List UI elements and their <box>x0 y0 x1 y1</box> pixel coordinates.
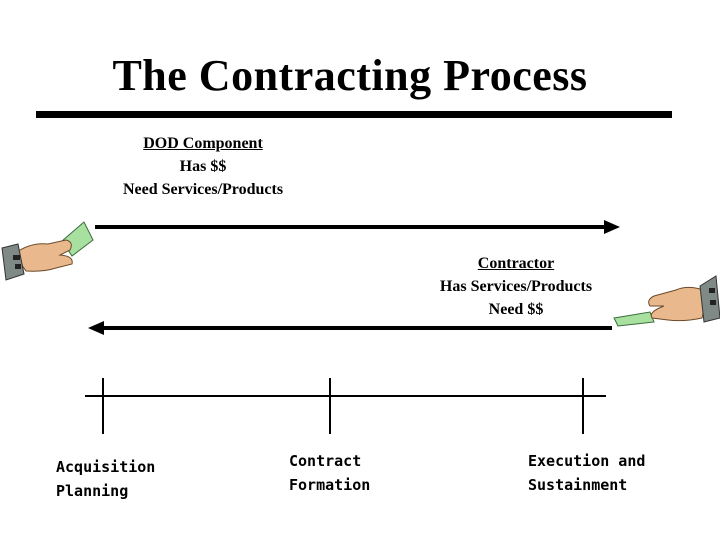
arrow-right <box>95 220 620 234</box>
phase-label-execution-and-sustainment: Execution and Sustainment <box>528 449 645 497</box>
title-divider <box>36 111 672 118</box>
phase-1-line-1: Acquisition <box>56 458 156 476</box>
phase-3-line-2: Sustainment <box>528 476 628 494</box>
phase-2-line-2: Formation <box>289 476 371 494</box>
hand-receiving-money-icon <box>613 275 720 327</box>
hand-giving-money-icon <box>1 221 94 281</box>
phase-label-acquisition-planning: Acquisition Planning <box>56 455 155 503</box>
phase-3-line-1: Execution and <box>528 452 646 470</box>
arrow-left <box>88 321 612 335</box>
dod-component-heading: DOD Component <box>143 135 263 152</box>
phase-2-line-1: Contract <box>289 452 362 470</box>
dod-component-block: DOD Component Has $$ Need Services/Produ… <box>92 132 314 201</box>
timeline <box>85 378 606 434</box>
dod-component-line-2: Need Services/Products <box>122 181 284 198</box>
contractor-block: Contractor Has Services/Products Need $$ <box>416 252 616 321</box>
phase-1-line-2: Planning <box>56 482 129 500</box>
contractor-line-2: Need $$ <box>488 301 544 318</box>
phase-label-contract-formation: Contract Formation <box>289 449 370 497</box>
contractor-line-1: Has Services/Products <box>439 278 593 295</box>
page-title: The Contracting Process <box>112 51 588 100</box>
dod-component-line-1: Has $$ <box>179 158 227 175</box>
contractor-heading: Contractor <box>477 255 555 272</box>
